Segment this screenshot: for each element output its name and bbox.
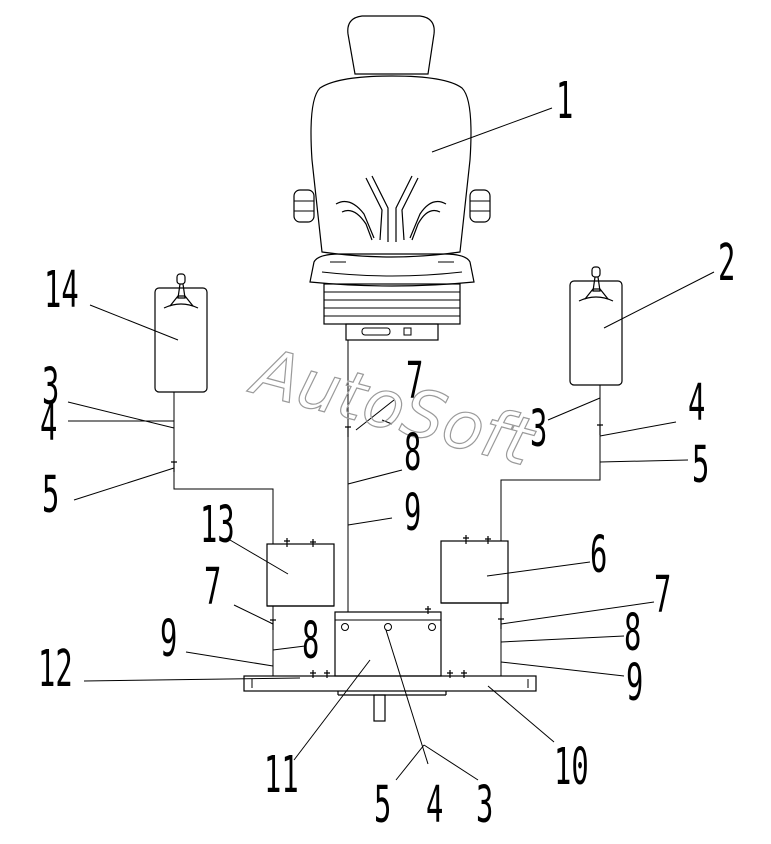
- callout-10: 10: [554, 736, 589, 796]
- callout-5-left: 5: [42, 464, 59, 524]
- callout-7-mid: 7: [406, 350, 423, 410]
- left-armrest: [293, 189, 315, 223]
- callout-5-bottom: 5: [374, 774, 391, 834]
- callout-7-right: 7: [654, 564, 671, 624]
- center-pedestal: [334, 606, 442, 677]
- callout-4-left: 4: [40, 392, 57, 452]
- watermark-group: AutoSoft: [241, 331, 543, 482]
- watermark-text: AutoSoft: [242, 332, 543, 482]
- callout-9-left: 9: [160, 608, 177, 668]
- callout-5-right: 5: [692, 434, 709, 494]
- leader-lines: [67, 107, 715, 781]
- callout-8-mid: 8: [404, 422, 421, 482]
- right-armrest: [469, 189, 491, 223]
- left-control-box: [266, 538, 335, 607]
- left-joystick-box: [154, 273, 208, 393]
- callout-13: 13: [200, 494, 235, 554]
- right-control-box: [440, 535, 509, 604]
- seat-headrest: [347, 15, 435, 75]
- seat-backrest: [310, 75, 472, 258]
- seat-cushion: [309, 253, 475, 287]
- callout-8-right: 8: [624, 602, 641, 662]
- callout-14: 14: [44, 259, 79, 319]
- callout-2: 2: [718, 232, 735, 292]
- callout-4-bottom: 4: [426, 774, 443, 834]
- callout-9-right: 9: [626, 652, 643, 712]
- callout-7-left: 7: [204, 556, 221, 616]
- right-joystick-box: [569, 266, 623, 386]
- callout-3-left: 3: [42, 356, 59, 416]
- backrest-ribs: [335, 175, 447, 242]
- callout-12: 12: [38, 638, 73, 698]
- callout-8-left: 8: [302, 610, 319, 670]
- callout-4-right: 4: [688, 372, 705, 432]
- callout-11: 11: [264, 744, 299, 804]
- callout-9-mid: 9: [404, 482, 421, 542]
- callout-6: 6: [590, 524, 607, 584]
- callout-1: 1: [556, 70, 573, 130]
- callout-labels: 1 2 14 3 4 5 7 8 9 3 4 5 13 6 7 9 8 12 7…: [38, 70, 735, 834]
- base-plate: [243, 670, 537, 722]
- seat-suspension: [323, 283, 461, 325]
- callout-3-right: 3: [530, 398, 547, 458]
- operator-seat: [293, 15, 491, 341]
- seat-base-bracket: [345, 323, 439, 341]
- callout-3-bottom: 3: [476, 774, 493, 834]
